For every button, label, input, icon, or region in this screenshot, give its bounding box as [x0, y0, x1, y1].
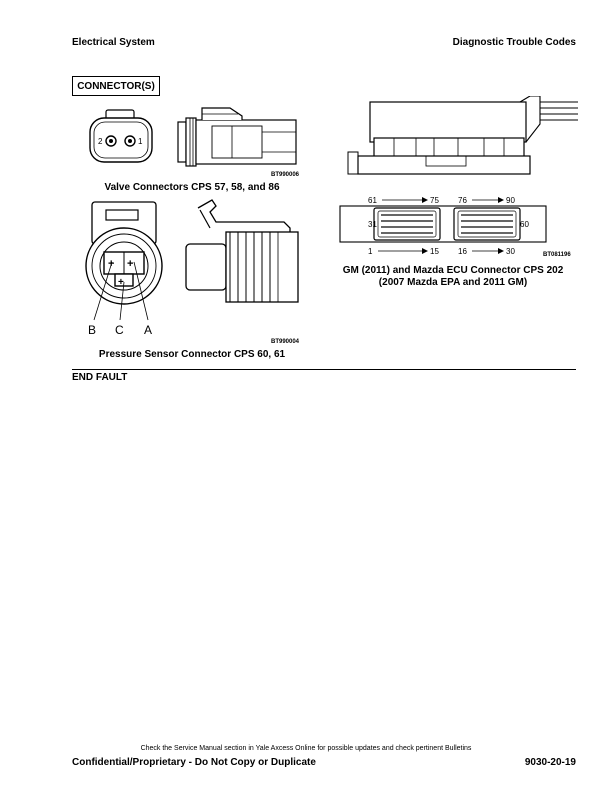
ecu-connector-caption-line1: GM (2011) and Mazda ECU Connector CPS 20… — [342, 265, 564, 276]
ecu-label-1: 1 — [368, 247, 373, 256]
ecu-label-90: 90 — [506, 196, 515, 205]
ecu-side-diagram — [347, 96, 578, 175]
valve-pin-1-label: 1 — [138, 137, 143, 146]
connectors-section-label: CONNECTOR(S) — [72, 76, 160, 96]
valve-connector-caption: Valve Connectors CPS 57, 58, and 86 — [104, 182, 280, 193]
footer-page-number: 9030-20-19 — [524, 757, 576, 768]
pressure-pin-a-label: A — [144, 323, 152, 337]
section-divider — [72, 369, 576, 370]
header-chapter-title: Diagnostic Trouble Codes — [452, 37, 576, 48]
end-fault-label: END FAULT — [72, 372, 128, 383]
footer-confidential-notice: Confidential/Proprietary - Do Not Copy o… — [72, 757, 316, 768]
ecu-label-60: 60 — [520, 220, 529, 229]
pressure-figure-code: BT990004 — [271, 339, 300, 345]
pressure-pin-b-label: B — [88, 323, 96, 337]
valve-figure-code: BT990006 — [271, 172, 300, 178]
pressure-pin-c-label: C — [115, 323, 124, 337]
ecu-label-15: 15 — [430, 247, 439, 256]
valve-pin-2-label: 2 — [98, 137, 103, 146]
ecu-connector-caption-line2: (2007 Mazda EPA and 2011 GM) — [378, 277, 528, 288]
footer-update-note: Check the Service Manual section in Yale… — [140, 745, 472, 752]
ecu-label-76: 76 — [458, 196, 467, 205]
svg-text:+: + — [127, 258, 133, 270]
ecu-figure-code: BT081196 — [543, 252, 571, 258]
ecu-connector-face-diagram: 61 75 76 90 31 60 1 15 16 30 — [339, 196, 547, 256]
svg-text:+: + — [118, 277, 124, 288]
header-section-title: Electrical System — [72, 37, 155, 48]
ecu-label-61: 61 — [368, 196, 377, 205]
valve-connector-front-diagram: 2 1 — [89, 109, 153, 163]
ecu-label-31: 31 — [368, 220, 377, 229]
valve-connector-side-diagram — [177, 107, 297, 167]
pressure-sensor-front-diagram: + + + B C A — [85, 201, 163, 337]
ecu-label-16: 16 — [458, 247, 467, 256]
pressure-sensor-side-diagram — [185, 199, 299, 303]
ecu-label-30: 30 — [506, 247, 515, 256]
pressure-sensor-caption: Pressure Sensor Connector CPS 60, 61 — [98, 349, 286, 360]
ecu-label-75: 75 — [430, 196, 439, 205]
